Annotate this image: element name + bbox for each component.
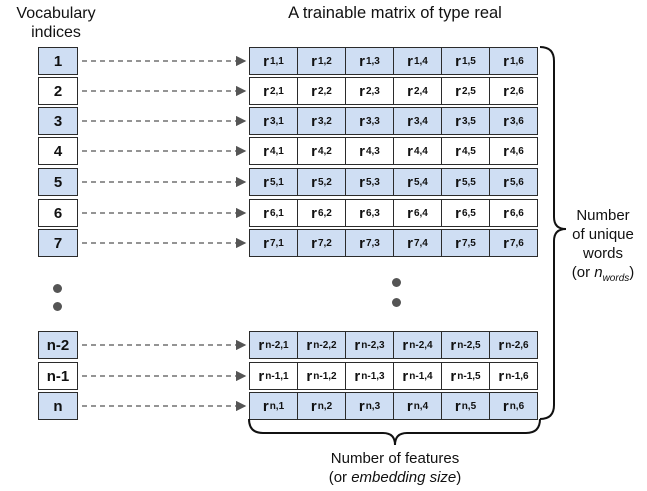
unique-words-label: Number of unique words (or nwords) — [571, 207, 635, 284]
matrix-header: A trainable matrix of type real — [288, 4, 502, 22]
vocab-index-7: 7 — [38, 229, 78, 257]
ellipsis-dot-matrix-2 — [392, 298, 401, 307]
ellipsis-dot-left-1 — [53, 284, 62, 293]
vocab-index-5: 5 — [38, 168, 78, 196]
ellipsis-dot-left-2 — [53, 302, 62, 311]
vocab-index-2: 2 — [38, 77, 78, 105]
vocab-index-n-2: n-2 — [38, 331, 78, 359]
right-curly-brace — [539, 46, 567, 420]
vocab-index-3: 3 — [38, 107, 78, 135]
ellipsis-dot-matrix-1 — [392, 278, 401, 287]
vocab-index-1: 1 — [38, 47, 78, 75]
vocabulary-indices-header: Vocabulary indices — [16, 5, 96, 41]
features-label: Number of features (or embedding size) — [328, 450, 462, 486]
vocab-index-6: 6 — [38, 199, 78, 227]
vocab-index-n: n — [38, 392, 78, 420]
bottom-curly-brace — [248, 418, 541, 446]
vocab-index-4: 4 — [38, 137, 78, 165]
vocab-index-n-1: n-1 — [38, 362, 78, 390]
